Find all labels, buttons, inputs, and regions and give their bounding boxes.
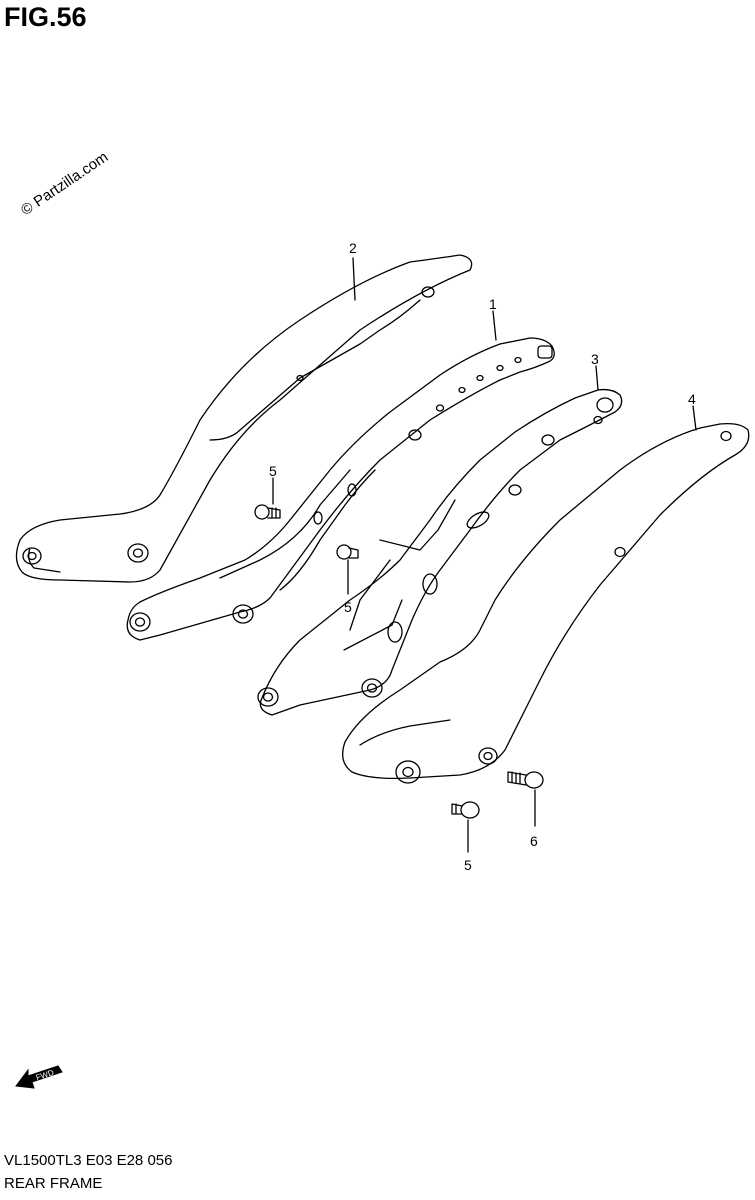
leader-line-1 [492, 310, 497, 341]
model-code: VL1500TL3 E03 E28 056 [4, 1152, 173, 1169]
part-3-rear-frame-right[interactable] [257, 388, 623, 716]
leader-line-3 [595, 365, 599, 391]
callout-3: 3 [591, 351, 599, 367]
part-6-screw[interactable] [507, 771, 544, 789]
fwd-arrow-icon: FWD [15, 1065, 63, 1089]
callout-5b: 5 [344, 599, 352, 615]
figure-title: FIG.56 [4, 2, 87, 32]
part-4-frame-cover-right[interactable] [342, 422, 750, 784]
callout-2: 2 [349, 240, 357, 256]
callout-5a: 5 [269, 463, 277, 479]
callout-4: 4 [688, 391, 696, 407]
leader-line-2 [352, 257, 356, 301]
part-5-bolt-a[interactable] [254, 504, 281, 520]
leader-line-4 [692, 405, 697, 431]
callout-6: 6 [530, 833, 538, 849]
callout-5c: 5 [464, 857, 472, 873]
assembly-name: REAR FRAME [4, 1175, 103, 1192]
callout-1: 1 [489, 296, 497, 312]
part-1-rear-frame-left[interactable] [126, 337, 555, 641]
part-2-frame-cover[interactable] [15, 254, 473, 583]
part-5-bolt-c[interactable] [451, 801, 480, 819]
fwd-label: FWD [35, 1068, 55, 1082]
part-5-bolt-b[interactable] [336, 544, 359, 560]
